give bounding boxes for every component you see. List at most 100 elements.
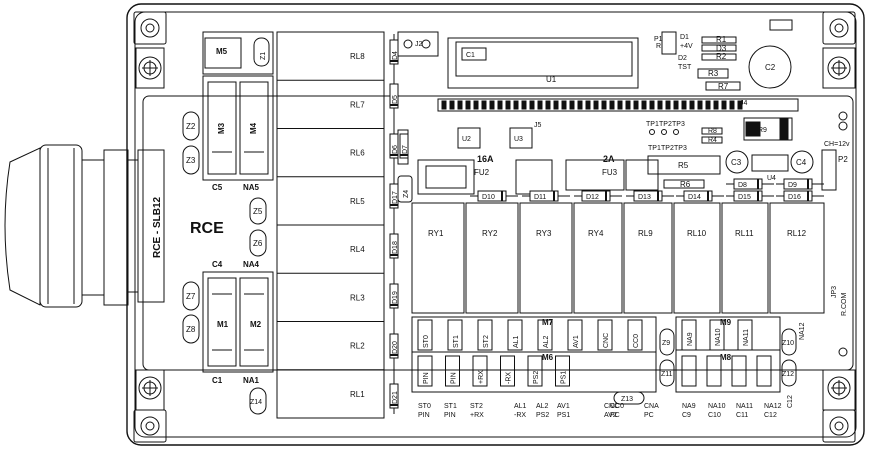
bottom-label-bottom: PC — [644, 412, 654, 419]
screw-icon — [135, 47, 165, 89]
tp-label: TP1 — [646, 121, 659, 128]
diode-label: D11 — [534, 194, 546, 201]
j2-label: J2 — [415, 41, 423, 48]
diode-label: D12 — [586, 194, 599, 201]
m1-label: M1 — [217, 320, 229, 329]
bottom-label-top: NA9 — [682, 403, 696, 410]
diode-label: D6 — [392, 145, 399, 154]
z12-label: Z12 — [782, 371, 794, 378]
c12-side-label: C12 — [787, 395, 794, 408]
d3-label: D3 — [716, 44, 727, 53]
cable-gland: RCE - SLB12 — [4, 144, 165, 308]
diode-label: D14 — [688, 194, 701, 201]
tp-label: TP3 — [674, 145, 687, 152]
relay-icon: RL10 — [673, 202, 721, 314]
tp-label: TP2 — [659, 121, 672, 128]
u1-module: C1 U1 — [447, 37, 639, 89]
diode-icon: D11 — [522, 190, 570, 202]
bottom-label-bottom: PS2 — [536, 412, 549, 419]
zeners-left: Z1 Z2 Z3 Z5 Z6 Z7 Z8 Z14 — [182, 37, 270, 415]
screw-icon — [822, 11, 856, 45]
relay-label: RL5 — [350, 197, 365, 206]
bottom-label-top: CC0 — [610, 403, 624, 410]
u1-label: U1 — [546, 75, 557, 84]
d1-label: D1 — [680, 34, 689, 41]
motor-block-m1m2: M1 M2 — [202, 271, 274, 373]
r8-label: R8 — [708, 128, 717, 135]
c4-label: C4 — [212, 260, 223, 269]
bottom-label-bottom: C10 — [708, 412, 721, 419]
bottom-label-top: CNC — [604, 403, 619, 410]
relay-label: RL4 — [350, 245, 365, 254]
relay-label: RY2 — [482, 229, 498, 238]
diode-icon: D20 — [389, 333, 399, 359]
rcom-label: R.COM — [841, 293, 848, 317]
terminal-pin-label: PIN — [423, 372, 430, 384]
diode-label: D19 — [392, 291, 399, 304]
fu3-label: FU3 — [602, 168, 618, 177]
c5-label: C5 — [212, 183, 223, 192]
fu3-rating: 2A — [603, 154, 615, 164]
bottom-label-bottom: C11 — [736, 412, 748, 419]
r5-label: R5 — [678, 161, 689, 170]
z6-label: Z6 — [253, 239, 263, 248]
diode-icon: D9 — [776, 178, 824, 190]
r2-label: R2 — [716, 52, 727, 61]
screw-icon — [133, 409, 167, 443]
diode-label: D9 — [788, 182, 797, 189]
z14-label: Z14 — [250, 399, 262, 406]
bottom-label-bottom: AV2 — [604, 412, 617, 419]
c1-small-label: C1 — [466, 52, 475, 59]
c2-label: C2 — [765, 63, 776, 72]
screw-icon — [822, 47, 856, 89]
bottom-label-top: NA12 — [764, 403, 782, 410]
p2-label: P2 — [838, 155, 848, 164]
bottom-label-top: ST0 — [418, 403, 431, 410]
r7-label: R7 — [718, 82, 729, 91]
relay-label: RL11 — [735, 229, 754, 238]
u2-chip: U2 — [457, 127, 481, 149]
u3-chip: U3 — [509, 127, 533, 149]
m3-label: M3 — [217, 122, 226, 134]
screw-icon — [135, 369, 165, 411]
r1-label: R1 — [716, 35, 727, 44]
u2-label: U2 — [462, 136, 471, 143]
z11-label: Z11 — [661, 371, 673, 378]
diode-label: D5 — [392, 95, 399, 104]
r3-label: R3 — [708, 69, 719, 78]
relay-label: RL3 — [350, 293, 365, 302]
p1-label: P1 — [654, 36, 663, 43]
relay-icon: RY4 — [573, 202, 623, 314]
tp-label: TP3 — [672, 121, 685, 128]
relay-label: RL9 — [638, 229, 653, 238]
bottom-label-top: NA11 — [736, 403, 753, 410]
relay-icon: RY1 — [411, 202, 465, 314]
j4-label: J4 — [740, 100, 748, 107]
z8-label: Z8 — [186, 325, 196, 334]
c2-capacitor — [748, 45, 792, 89]
relay-label: RL8 — [350, 52, 365, 61]
relay-label: RL2 — [350, 342, 365, 351]
jp3-label: JP3 — [831, 286, 838, 298]
diode-label: D13 — [638, 194, 651, 201]
bottom-label-top: ST2 — [470, 403, 483, 410]
bottom-label-bottom: PS1 — [557, 412, 570, 419]
bottom-label-top: AL2 — [536, 403, 549, 410]
terminal-pin-label: PIN — [451, 372, 458, 384]
terminal-pin-label: ST1 — [453, 335, 460, 348]
m8-label: M8 — [720, 353, 732, 362]
z9-label: Z9 — [662, 340, 670, 347]
relay-label: RL10 — [687, 229, 707, 238]
z5-label: Z5 — [253, 207, 263, 216]
m2-label: M2 — [250, 320, 262, 329]
relay-icon: RL9 — [623, 202, 673, 314]
zeners-right: Z9 Z11 Z13 Z10 Z12 C12 — [613, 328, 797, 408]
diode-icon: D19 — [389, 283, 399, 309]
terminal-pin-label: PS2 — [533, 371, 540, 384]
enclosure — [126, 3, 865, 446]
